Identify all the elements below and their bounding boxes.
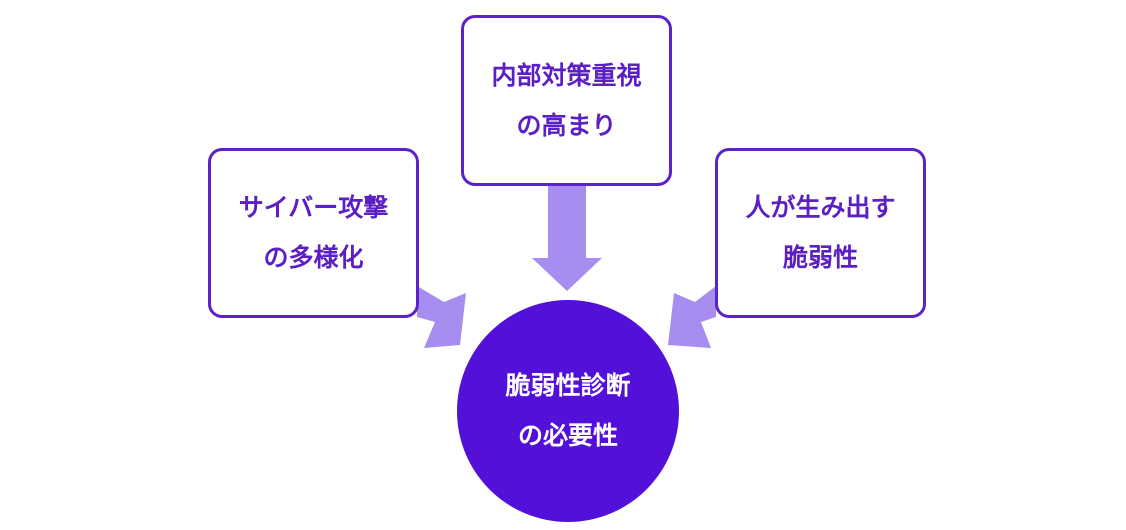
arrow-down-left <box>668 286 716 348</box>
factor-label-internal-measures: 内部対策重視 の高まり <box>491 60 642 140</box>
arrow-down <box>532 186 602 291</box>
arrow-down-right <box>417 286 466 348</box>
factor-label-cyber-attacks: サイバー攻撃 の多様化 <box>238 193 389 272</box>
center-circle: 脆弱性診断 の必要性 <box>457 300 679 522</box>
factor-label-human-vulnerability: 人が生み出す 脆弱性 <box>745 193 896 272</box>
factor-box-human-vulnerability: 人が生み出す 脆弱性 <box>715 148 926 318</box>
center-label: 脆弱性診断 の必要性 <box>505 371 631 450</box>
factor-box-internal-measures: 内部対策重視 の高まり <box>461 15 672 186</box>
factor-box-cyber-attacks: サイバー攻撃 の多様化 <box>208 148 419 318</box>
